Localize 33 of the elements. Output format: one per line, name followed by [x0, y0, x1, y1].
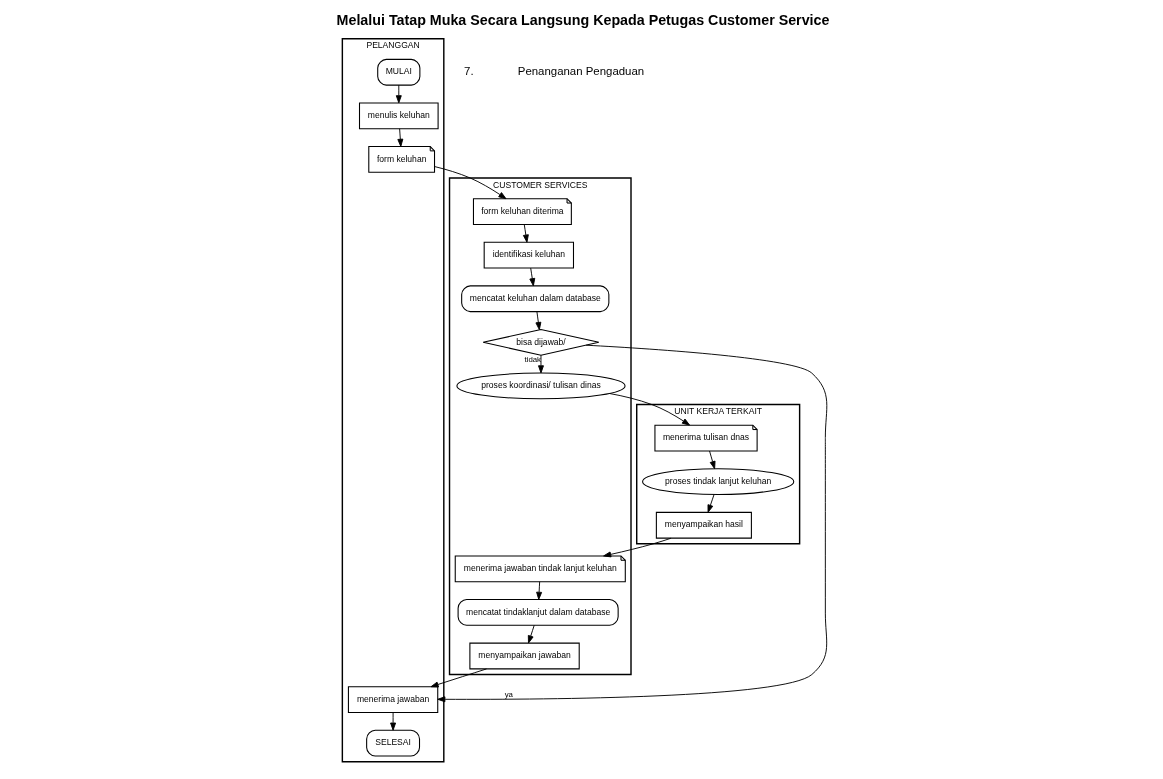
arrow: [527, 624, 535, 644]
label: Penanganan Pengaduan: [517, 64, 644, 77]
node-box: menerima jawaban: [347, 686, 438, 713]
arrow: [534, 311, 541, 331]
arrow: [608, 393, 690, 426]
arrow: [396, 128, 403, 147]
arrow: [395, 84, 402, 104]
node-box: menulis keluhan: [358, 102, 439, 130]
node-diamond: bisa dijawab/: [482, 328, 599, 356]
arrow: [522, 224, 529, 243]
edge-label: tidak: [523, 354, 541, 364]
label: 7.: [463, 64, 474, 77]
arrow: [707, 494, 714, 513]
node-ellipse: proses tindak lanjut keluhan: [641, 468, 794, 496]
node-box: identifikasi keluhan: [483, 241, 574, 269]
arrow: [389, 712, 396, 731]
arrow: [436, 344, 827, 703]
node-box: menyampaikan jawaban: [468, 642, 580, 670]
arrow: [535, 581, 542, 600]
arrow: [433, 166, 506, 200]
diagram-title: Melalui Tatap Muka Secara Langsung Kepada Petugas Customer Service: [336, 12, 829, 29]
edge-label: ya: [504, 689, 513, 699]
node-box: MULAI: [376, 58, 420, 86]
arrow: [430, 668, 487, 688]
node-box: mencatat tindaklanjut dalam database: [457, 599, 619, 626]
node-ellipse: proses koordinasi/ tulisan dinas: [455, 372, 626, 400]
node-box: SELESAI: [365, 729, 420, 757]
arrow: [528, 267, 535, 287]
node-box: menyampaikan hasil: [655, 511, 752, 539]
node-box: mencatat keluhan dalam database: [460, 285, 609, 313]
arrow: [602, 537, 672, 558]
arrow: [537, 354, 544, 374]
arrow: [708, 450, 715, 470]
